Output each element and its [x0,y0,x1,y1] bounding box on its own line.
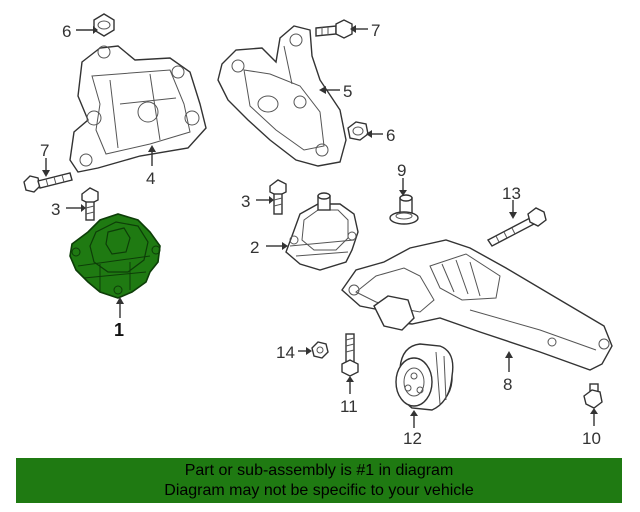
mount-top-dome [89,221,149,273]
callout-7-top[interactable]: 7 [371,21,380,40]
callout-13[interactable]: 13 [502,184,521,203]
bolt-part-7-top[interactable] [315,19,353,39]
callout-6-right[interactable]: 6 [386,126,395,145]
callout-5[interactable]: 5 [343,82,352,101]
stop-part-9[interactable] [389,194,419,225]
callout-3-center[interactable]: 3 [241,192,250,211]
bracket-part-5[interactable] [217,25,347,167]
callout-12[interactable]: 12 [403,429,422,448]
callout-9[interactable]: 9 [397,161,406,180]
nut-part-6-left[interactable] [93,13,115,37]
banner-line-2: Diagram may not be specific to your vehi… [164,482,474,499]
callout-6-left[interactable]: 6 [62,22,71,41]
engine-mount-part-2[interactable] [285,192,359,271]
info-banner: Part or sub-assembly is #1 in diagram Di… [16,458,622,503]
bushing-part-12[interactable] [395,343,454,411]
callout-11[interactable]: 11 [340,397,358,416]
crossmember-part-8[interactable] [341,239,613,371]
bolt-part-3-left[interactable] [81,187,99,221]
engine-mount-part-1-highlighted[interactable] [69,213,161,299]
parts-diagram: 6 4 7 3 [23,13,613,448]
callout-14[interactable]: 14 [276,343,295,362]
callout-1[interactable]: 1 [114,320,124,340]
bolt-part-11[interactable] [341,333,359,377]
nut-part-6-right[interactable] [347,121,369,141]
bolt-part-3-center[interactable] [269,179,287,215]
callout-4[interactable]: 4 [146,169,155,188]
callout-8[interactable]: 8 [503,375,512,394]
bolt-part-13[interactable] [486,207,547,247]
bolt-part-10[interactable] [583,383,603,409]
callout-3-left[interactable]: 3 [51,200,60,219]
callout-7-left[interactable]: 7 [40,141,49,160]
nut-part-14[interactable] [311,341,329,359]
banner-line-1: Part or sub-assembly is #1 in diagram [184,462,454,479]
bolt-part-7-left[interactable] [23,172,73,193]
bracket-part-4[interactable] [69,45,207,173]
callout-2[interactable]: 2 [250,238,259,257]
callout-10[interactable]: 10 [582,429,601,448]
